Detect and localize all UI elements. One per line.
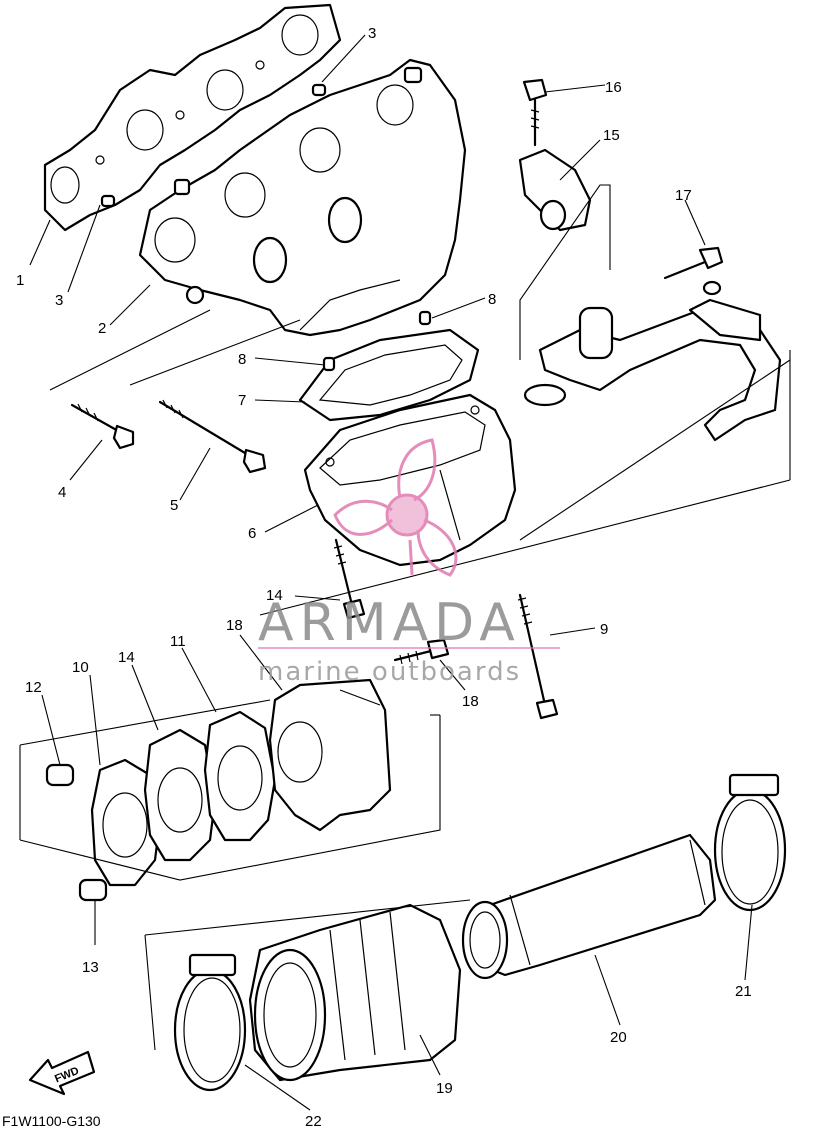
callout-8a: 8 [488, 291, 496, 308]
callout-18b: 13 [82, 959, 99, 976]
callout-11: 15 [603, 127, 620, 144]
callout-10: 14 [266, 587, 283, 604]
callout-8b: 8 [238, 351, 246, 368]
leader-lines [29, 34, 753, 1111]
dowel-pin [100, 194, 116, 208]
callout-labels: 3 1 3 2 16 15 17 8 8 7 4 5 6 14 9 18 18 … [16, 25, 752, 1128]
watermark-tagline: marine outboards [258, 657, 521, 687]
exhaust-joint-16 [268, 678, 392, 832]
callout-14a: 10 [72, 659, 89, 676]
callout-18a: 12 [25, 679, 42, 696]
exhaust-manifold [138, 58, 467, 337]
exhaust-cover [303, 393, 517, 567]
gasket-15 [143, 728, 217, 862]
hose-clamp-22 [173, 953, 247, 1092]
rubber-joint-19 [248, 903, 462, 1082]
callout-3a: 3 [368, 25, 376, 42]
gasket-7 [298, 328, 480, 422]
gasket-14-right [203, 710, 277, 842]
collar-18 [45, 763, 75, 787]
callout-17: 18 [462, 693, 479, 710]
callout-20: 20 [610, 1029, 627, 1046]
fwd-arrow-icon: FWD [28, 1050, 96, 1096]
callout-21: 21 [735, 983, 752, 1000]
bolt-10 [333, 538, 366, 620]
bolt-12 [522, 78, 548, 147]
callout-12: 16 [605, 79, 622, 96]
bolt-13 [663, 246, 724, 280]
manifold-gasket [43, 3, 342, 232]
bolt-4 [70, 403, 135, 450]
callout-22: 22 [305, 1113, 322, 1128]
gasket-14-left [90, 758, 162, 887]
bolt-5 [158, 399, 267, 474]
dowel-pin [418, 310, 432, 326]
callout-15: 14 [118, 649, 135, 666]
callout-16: 18 [226, 617, 243, 634]
collar-18 [78, 878, 108, 902]
bolt-17 [393, 638, 450, 665]
callout-4: 4 [58, 484, 66, 501]
callout-7: 7 [238, 392, 246, 409]
propeller-logo-icon [333, 438, 458, 577]
diagram-code: F1W1100-G130 [2, 1113, 101, 1128]
dowel-pin [322, 356, 336, 372]
callout-3b: 3 [55, 292, 63, 309]
callout-19: 19 [436, 1080, 453, 1097]
watermark: ARMADA marine outboards [258, 438, 560, 687]
callout-2: 2 [98, 320, 106, 337]
group-lines [19, 184, 791, 1051]
watermark-name: ARMADA [258, 593, 521, 653]
callout-5: 5 [170, 497, 178, 514]
bolt-9 [517, 593, 559, 720]
hose-clamp-21 [713, 773, 787, 912]
callout-1: 1 [16, 272, 24, 289]
exhaust-pipe-20 [461, 833, 717, 980]
water-pipe [523, 280, 782, 442]
dowel-pin [311, 83, 327, 97]
callout-13: 17 [675, 187, 692, 204]
callout-14b: 11 [170, 633, 186, 650]
callout-6: 6 [248, 525, 256, 542]
callout-9: 9 [600, 621, 608, 638]
bracket-11 [518, 148, 592, 232]
